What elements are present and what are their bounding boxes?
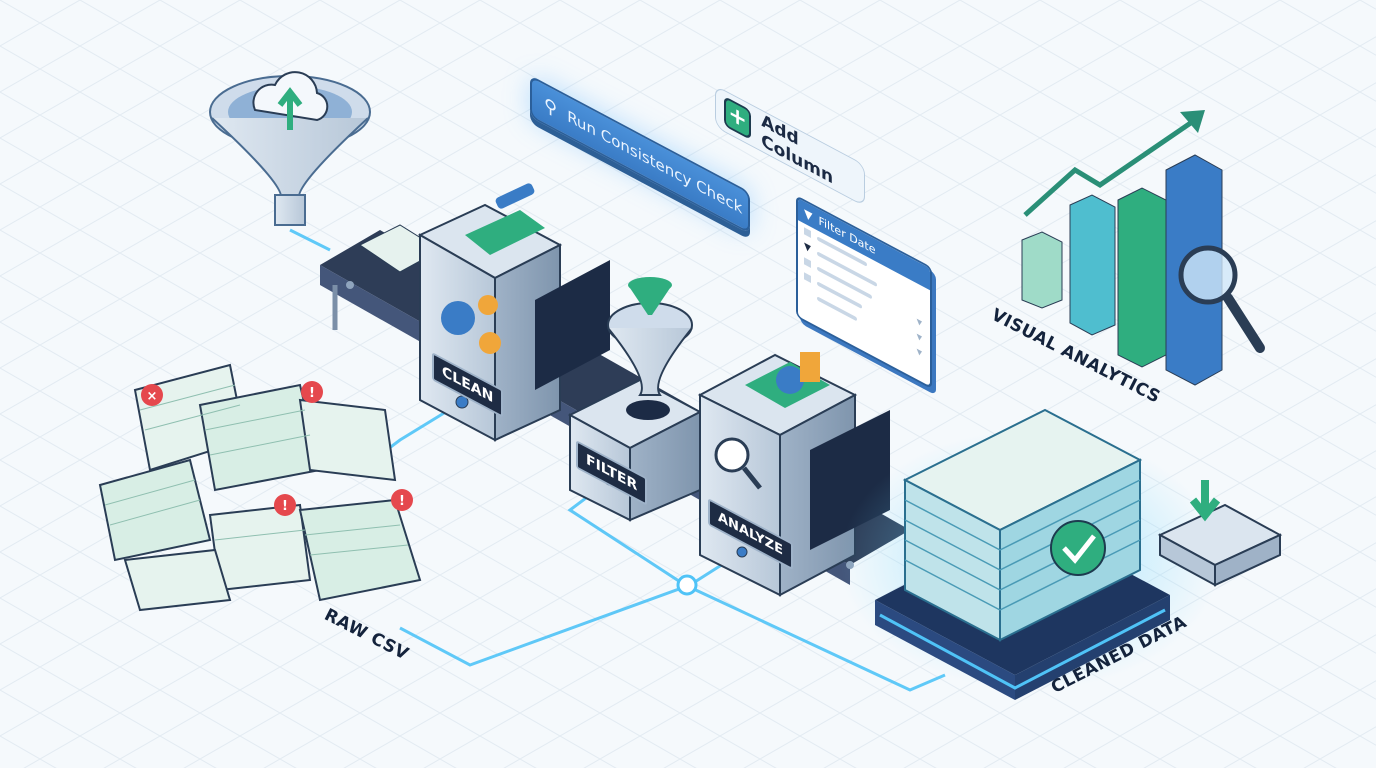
svg-text:×: × xyxy=(147,389,158,404)
upload-funnel xyxy=(209,71,371,226)
filter-icon: ▼ xyxy=(804,205,813,224)
upload-arrow-icon xyxy=(277,87,303,130)
analyze-machine xyxy=(697,352,890,597)
trend-arrow-icon xyxy=(1023,117,1197,217)
cleaned-data-stack xyxy=(840,408,1220,700)
warning-icon xyxy=(274,494,296,516)
brush-icon xyxy=(465,210,545,255)
svg-text:!: ! xyxy=(282,499,288,514)
pie-chart-icon xyxy=(776,366,804,394)
warning-icon xyxy=(301,381,323,403)
wire-junction xyxy=(676,574,698,596)
raw-csv-pile: × ! ! ! xyxy=(98,363,422,612)
gear-icon xyxy=(479,332,501,354)
plus-icon: + xyxy=(724,95,752,141)
warning-icon xyxy=(391,489,413,511)
magnifier-icon xyxy=(714,437,750,473)
search-icon: ⚲ xyxy=(544,92,558,121)
download-tray-icon xyxy=(1157,480,1283,587)
svg-text:!: ! xyxy=(399,494,405,509)
svg-text:!: ! xyxy=(309,386,315,401)
magnifier-icon xyxy=(1178,245,1238,305)
check-icon xyxy=(1050,520,1106,576)
gear-icon xyxy=(478,295,498,315)
analytics-bar-chart xyxy=(1021,110,1265,386)
error-icon xyxy=(141,384,163,406)
gear-icon xyxy=(441,301,475,335)
